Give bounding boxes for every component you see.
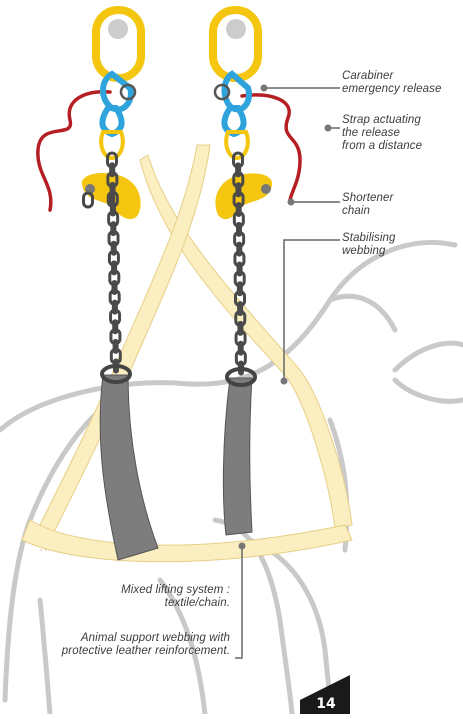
right-chain-link-icon <box>238 302 243 316</box>
right-chain-link-icon <box>237 262 242 276</box>
animal-support-webbing <box>22 520 352 562</box>
left-chain-link-icon <box>110 163 115 177</box>
right-chain-link-icon <box>238 341 243 355</box>
left-chain-link-icon <box>113 339 118 353</box>
right-chain-link-icon <box>238 321 243 335</box>
right-chain-link-icon <box>237 222 242 236</box>
right-chain-link-icon <box>237 282 242 296</box>
left-short-chain-link-icon <box>110 193 115 207</box>
right-chain-link-icon <box>237 242 242 256</box>
page-number: 14 <box>306 697 346 711</box>
left-chain-link-icon <box>113 320 118 334</box>
right-chain-link-icon <box>236 183 241 197</box>
label-mixed-lifting-system: Mixed lifting system :textile/chain. <box>40 584 230 610</box>
left-leather-reinforcement <box>100 375 158 560</box>
right-chain-link-icon <box>236 203 241 217</box>
left-chain-link-icon <box>112 261 117 275</box>
left-chain-link-icon <box>111 241 116 255</box>
left-chain-link-icon <box>112 281 117 295</box>
left-chain-link-icon <box>112 300 117 314</box>
right-chain-link-icon <box>236 163 241 177</box>
right-leather-reinforcement <box>223 378 252 535</box>
left-chain-link-icon <box>111 222 116 236</box>
